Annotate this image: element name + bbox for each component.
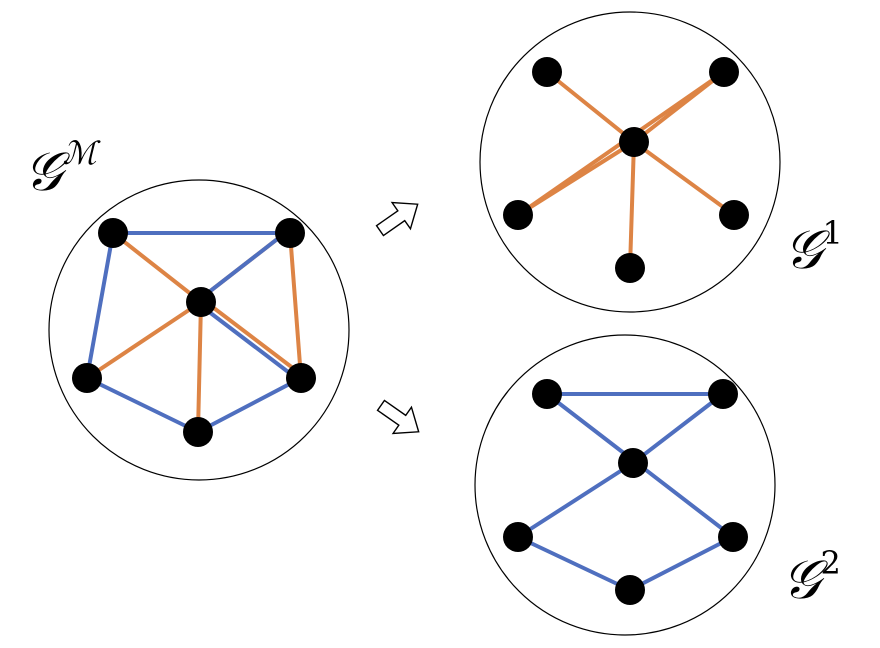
- orange-edge: [628, 140, 636, 270]
- node: [615, 253, 645, 283]
- layer2-edges: [516, 392, 735, 592]
- node: [98, 218, 128, 248]
- layer2-label-sup: 2: [820, 544, 840, 582]
- orange-edge: [111, 231, 203, 304]
- multiplex-boundary: [48, 179, 350, 481]
- node: [275, 218, 305, 248]
- node: [708, 379, 738, 409]
- node: [532, 379, 562, 409]
- orange-edge: [85, 300, 203, 380]
- multiplex-label: 𝒢ℳ: [24, 134, 101, 203]
- orange-edge: [632, 140, 736, 217]
- orange-edge: [545, 70, 636, 144]
- node: [619, 127, 649, 157]
- node: [183, 417, 213, 447]
- layer2-nodes: [503, 379, 748, 605]
- blue-edge: [85, 376, 200, 434]
- node: [503, 200, 533, 230]
- blue-edge: [196, 376, 303, 434]
- node: [503, 522, 533, 552]
- layer1-edges: [516, 70, 736, 270]
- layer1-label: 𝒢1: [784, 214, 843, 281]
- layer2-graph: 𝒢2: [474, 334, 841, 636]
- orange-edge: [196, 300, 203, 434]
- node: [618, 448, 648, 478]
- node: [615, 575, 645, 605]
- hollow-arrow-right-up-icon: [375, 201, 419, 237]
- blue-edge: [631, 392, 725, 465]
- node: [532, 57, 562, 87]
- node: [72, 363, 102, 393]
- hollow-arrow-right-down-icon: [376, 399, 420, 435]
- blue-edge: [197, 302, 302, 383]
- blue-edge: [197, 228, 291, 302]
- node: [718, 522, 748, 552]
- multiplex-label-sup: ℳ: [62, 134, 101, 172]
- blue-edge: [516, 535, 632, 592]
- orange-edge: [288, 231, 303, 380]
- blue-edge: [628, 535, 735, 592]
- layer1-boundary: [479, 11, 781, 313]
- arrow-to-layer1: [375, 201, 419, 237]
- node: [286, 363, 316, 393]
- layer1-label-sup: 1: [822, 214, 842, 252]
- node: [719, 200, 749, 230]
- arrow-to-layer2: [376, 399, 420, 435]
- blue-edge: [516, 461, 635, 539]
- multiplex-graph: 𝒢ℳ: [24, 134, 350, 481]
- node: [709, 57, 739, 87]
- orange-edge: [200, 297, 305, 378]
- multiplex-edges: [85, 228, 305, 434]
- node: [186, 287, 216, 317]
- layer2-label: 𝒢2: [782, 544, 841, 611]
- layer1-nodes: [503, 57, 749, 283]
- blue-edge: [85, 231, 115, 380]
- layer2-boundary: [474, 334, 776, 636]
- layer1-graph: 𝒢1: [479, 11, 843, 313]
- multiplex-nodes: [72, 218, 316, 447]
